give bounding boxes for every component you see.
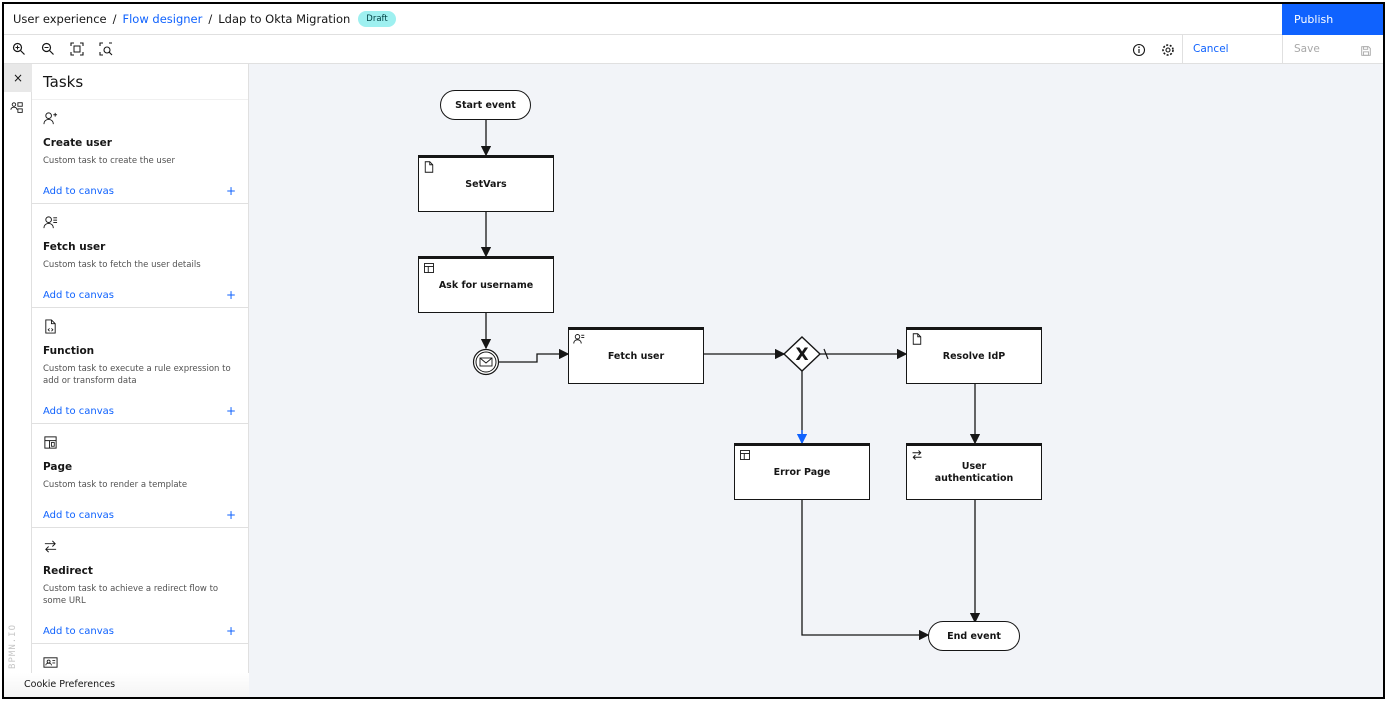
template-icon bbox=[43, 435, 59, 451]
toolbar-divider bbox=[1182, 35, 1183, 64]
code-file-icon bbox=[43, 319, 59, 335]
cancel-button[interactable]: Cancel bbox=[1193, 43, 1229, 55]
node-label: Error Page bbox=[773, 466, 831, 478]
zoom-out-icon[interactable] bbox=[41, 41, 57, 57]
redirect-icon bbox=[911, 449, 923, 461]
task-description: Custom task to achieve a redirect flow t… bbox=[43, 584, 219, 606]
code-file-icon bbox=[911, 333, 923, 345]
left-rail: × BPMN.IO bbox=[4, 64, 32, 697]
template-icon bbox=[739, 449, 751, 461]
code-file-icon bbox=[423, 161, 435, 173]
task-error-page[interactable]: Error Page bbox=[734, 443, 870, 500]
node-label: Resolve IdP bbox=[942, 350, 1006, 362]
add-icon[interactable]: + bbox=[225, 184, 236, 198]
add-icon[interactable]: + bbox=[225, 288, 236, 302]
info-icon[interactable] bbox=[1132, 42, 1146, 57]
end-event[interactable]: End event bbox=[928, 621, 1020, 651]
breadcrumb: User experience / Flow designer / Ldap t… bbox=[13, 11, 396, 27]
template-icon bbox=[423, 262, 435, 274]
zoom-in-icon[interactable] bbox=[12, 41, 28, 57]
status-badge: Draft bbox=[358, 11, 396, 27]
user-list-icon bbox=[43, 215, 59, 231]
close-panel-button[interactable]: × bbox=[4, 64, 32, 92]
start-event[interactable]: Start event bbox=[440, 90, 531, 120]
default-flow-mark bbox=[823, 348, 829, 360]
breadcrumb-flow-designer[interactable]: Flow designer bbox=[122, 12, 203, 26]
add-to-canvas-link[interactable]: Add to canvas bbox=[43, 290, 114, 301]
add-icon[interactable]: + bbox=[225, 508, 236, 522]
exclusive-gateway[interactable]: X bbox=[782, 336, 822, 372]
breadcrumb-current: Ldap to Okta Migration bbox=[218, 12, 351, 26]
node-label: authentication bbox=[934, 472, 1014, 484]
divider bbox=[32, 99, 248, 100]
tasks-palette-icon[interactable] bbox=[10, 100, 26, 116]
zoom-to-selection-icon[interactable] bbox=[99, 41, 115, 57]
toolbar-divider bbox=[1282, 35, 1283, 64]
add-to-canvas-link[interactable]: Add to canvas bbox=[43, 510, 114, 521]
add-icon[interactable]: + bbox=[225, 624, 236, 638]
task-name: Function bbox=[43, 345, 95, 357]
node-label: User bbox=[961, 460, 987, 472]
cookie-preferences-link[interactable]: Cookie Preferences bbox=[4, 673, 249, 697]
task-description: Custom task to render a template bbox=[43, 480, 188, 490]
task-item-redirect[interactable]: Redirect Custom task to achieve a redire… bbox=[32, 528, 248, 644]
breadcrumb-separator: / bbox=[112, 12, 117, 26]
node-label: Fetch user bbox=[607, 350, 665, 362]
close-icon: × bbox=[12, 71, 24, 85]
toolbar: Cancel Save bbox=[4, 35, 1383, 64]
user-profile-icon bbox=[43, 655, 59, 671]
panel-title: Tasks bbox=[43, 73, 84, 91]
task-item-page[interactable]: Page Custom task to render a template Ad… bbox=[32, 424, 248, 528]
task-description: Custom task to fetch the user details bbox=[43, 260, 201, 270]
connector bbox=[801, 498, 930, 641]
top-header: User experience / Flow designer / Ldap t… bbox=[4, 4, 1383, 35]
task-item-create-user[interactable]: Create user Custom task to create the us… bbox=[32, 100, 248, 204]
task-name: Redirect bbox=[43, 565, 93, 577]
task-ask-for-username[interactable]: Ask for username bbox=[418, 256, 554, 313]
add-icon[interactable]: + bbox=[225, 404, 236, 418]
connections-layer: X bbox=[472, 118, 981, 641]
task-name: Create user bbox=[43, 137, 112, 149]
task-fetch-user[interactable]: Fetch user bbox=[568, 327, 704, 384]
publish-button[interactable]: Publish bbox=[1282, 4, 1383, 35]
connector bbox=[498, 348, 570, 363]
breadcrumb-root[interactable]: User experience bbox=[13, 12, 107, 26]
task-item-function[interactable]: Function Custom task to execute a rule e… bbox=[32, 308, 248, 424]
breadcrumb-separator: / bbox=[208, 12, 213, 26]
flow-canvas[interactable]: X Start event SetVars Ask for username F… bbox=[249, 64, 1383, 697]
task-name: Fetch user bbox=[43, 241, 106, 253]
node-label: SetVars bbox=[465, 178, 507, 190]
task-user-authentication[interactable]: User authentication bbox=[906, 443, 1042, 500]
task-item-fetch-user[interactable]: Fetch user Custom task to fetch the user… bbox=[32, 204, 248, 308]
task-item-partial[interactable] bbox=[32, 644, 248, 697]
add-to-canvas-link[interactable]: Add to canvas bbox=[43, 186, 114, 197]
gear-icon[interactable] bbox=[1161, 42, 1175, 56]
bpmn-io-watermark[interactable]: BPMN.IO bbox=[8, 624, 18, 669]
task-setvars[interactable]: SetVars bbox=[418, 155, 554, 212]
add-to-canvas-link[interactable]: Add to canvas bbox=[43, 406, 114, 417]
task-resolve-idp[interactable]: Resolve IdP bbox=[906, 327, 1042, 384]
user-add-icon bbox=[43, 111, 59, 127]
gateway-label: X bbox=[795, 345, 808, 365]
add-to-canvas-link[interactable]: Add to canvas bbox=[43, 626, 114, 637]
message-event[interactable] bbox=[472, 348, 500, 376]
task-name: Page bbox=[43, 461, 73, 473]
task-description: Custom task to create the user bbox=[43, 156, 175, 166]
node-label: Ask for username bbox=[438, 279, 534, 291]
save-disk-icon[interactable] bbox=[1360, 42, 1374, 56]
tasks-panel: Tasks Create user Custom task to create … bbox=[32, 64, 249, 697]
fit-to-screen-icon[interactable] bbox=[70, 41, 86, 57]
redirect-icon bbox=[43, 539, 59, 555]
user-list-icon bbox=[573, 333, 585, 345]
save-button[interactable]: Save bbox=[1294, 43, 1320, 55]
task-description: Custom task to execute a rule expression… bbox=[43, 364, 231, 386]
